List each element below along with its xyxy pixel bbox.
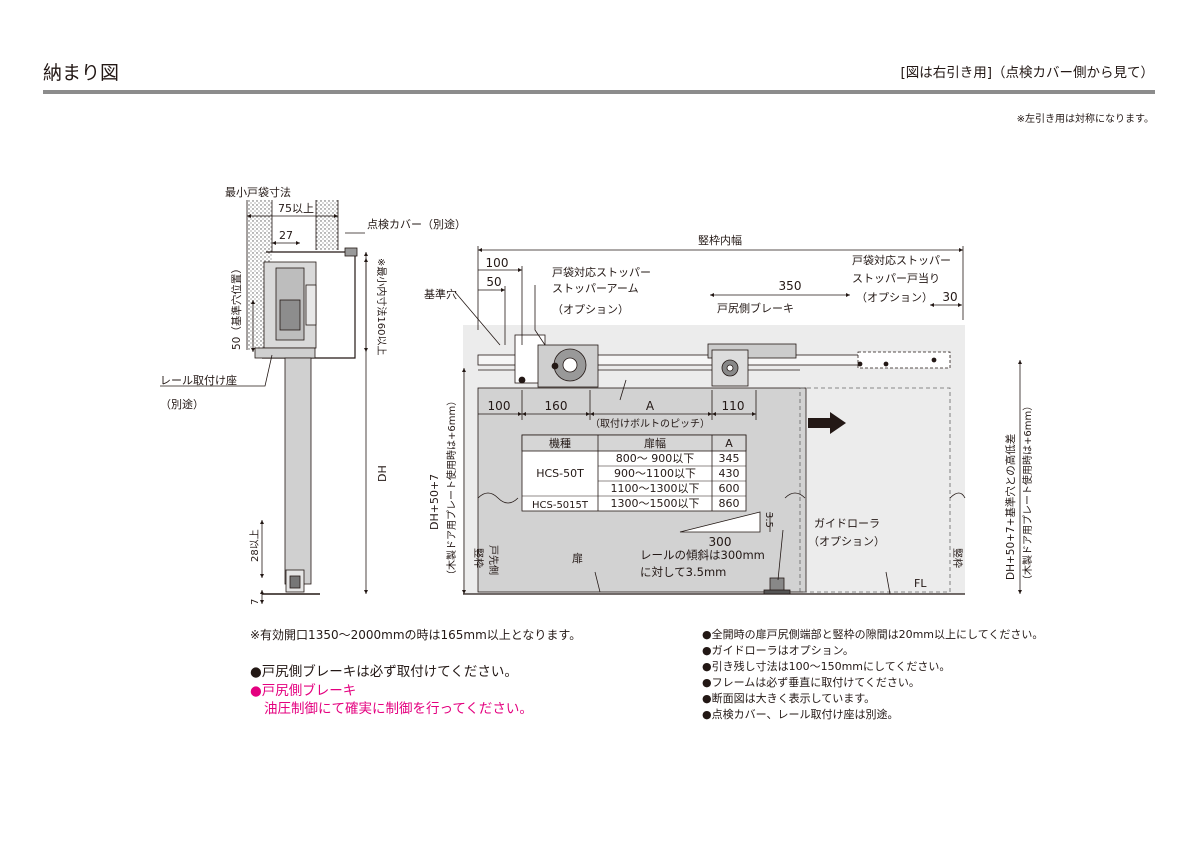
dim-28-label: 28以上	[249, 529, 261, 562]
floor-line-label: FL	[914, 577, 927, 590]
dim-30-label: 30	[942, 290, 957, 304]
dh-label: DH	[376, 465, 389, 482]
dim-7-label: 7	[250, 599, 261, 605]
table-cell-a: 430	[719, 467, 740, 480]
guide-roller-label: ガイドローラ	[814, 517, 880, 530]
ref-hole-label: 基準穴	[424, 287, 457, 301]
rail-seat-sub-label: （別途）	[160, 397, 204, 411]
door-tip-label: 戸先側	[487, 545, 500, 575]
brake-required-note: ●戸尻側ブレーキは必ず取付けてください。	[250, 664, 518, 680]
right-height-sub-label: （木製ドア用プレート使用時は+6mm）	[1021, 401, 1034, 585]
door-leaf-label: 扉	[572, 552, 583, 565]
pitch-110: 110	[722, 399, 745, 413]
stopper-option-label: （オプション）	[552, 303, 629, 316]
brake-pink-body: 油圧制御にて確実に制御を行ってください。	[264, 701, 533, 717]
ref-hole-50-label: 50（基準穴位置）	[230, 263, 243, 350]
table-header-model: 機種	[549, 436, 571, 450]
table-cell-a: 600	[719, 482, 740, 495]
right-note: ●フレームは必ず垂直に取付けてください。	[702, 676, 920, 689]
effective-opening-note: ※有効開口1350〜2000mmの時は165mm以上となります。	[250, 628, 582, 642]
header-divider	[43, 90, 1155, 94]
guide-roller-option: （オプション）	[808, 535, 885, 548]
table-header-width: 扉幅	[644, 437, 666, 450]
slope-note-1: レールの傾斜は300mm	[640, 548, 765, 562]
inspection-cover-label: 点検カバー（別途）	[367, 217, 466, 231]
right-note: ●全開時の扉戸尻側端部と竪枠の隙間は20mm以上にしてください。	[702, 628, 1044, 641]
dim-75: 75以上	[278, 202, 314, 215]
table-model-1: HCS-50T	[536, 467, 584, 480]
symmetry-note: ※左引き用は対称になります。	[1016, 114, 1154, 125]
table-cell-width: 800〜 900以下	[616, 452, 695, 465]
pitch-160: 160	[545, 399, 568, 413]
dim-27: 27	[279, 229, 293, 242]
pitch-note: （取付けボルトのピッチ）	[590, 417, 710, 430]
pitch-100: 100	[488, 399, 511, 413]
right-note: ●点検カバー、レール取付け座は別途。	[702, 708, 899, 721]
slope-300-label: 300	[709, 535, 732, 549]
slope-35-label: 3.5	[763, 512, 774, 528]
dim-100-label: 100	[486, 256, 509, 270]
dim-50-label: 50	[486, 275, 501, 289]
stopper-right-label-1: 戸袋対応ストッパー	[852, 253, 951, 267]
stopper-right-option: （オプション）	[856, 291, 933, 304]
page-title: 納まり図	[43, 62, 120, 84]
table-cell-width: 1100〜1300以下	[611, 482, 700, 495]
rail-seat-label: レール取付け座	[160, 373, 237, 387]
right-height-label: DH+50+7+基準穴との高低差	[1004, 434, 1017, 580]
section-view	[160, 200, 368, 604]
table-cell-width: 1300〜1500以下	[611, 497, 700, 510]
elevation-labels: 竪枠内幅 100 50 基準穴 戸袋対応ストッパー ストッパーアーム （オプショ…	[424, 233, 1034, 590]
brake-label: 戸尻側ブレーキ	[717, 301, 794, 315]
right-note: ●断面図は大きく表示しています。	[702, 692, 876, 705]
table-model-2: HCS-5015T	[532, 500, 589, 511]
right-note: ●引き残し寸法は100〜150mmにしてください。	[702, 660, 951, 673]
right-note: ●ガイドローラはオプション。	[702, 644, 854, 657]
frame-left-label: 竪枠	[472, 548, 485, 568]
left-height-sub-label: （木製ドア用プレート使用時は+6mm）	[445, 396, 458, 580]
stopper-right-label-2: ストッパー戸当り	[852, 271, 940, 285]
left-height-label: DH+50+7	[428, 474, 441, 530]
frame-width-label: 竪枠内幅	[698, 233, 742, 247]
slope-note-2: に対して3.5mm	[640, 565, 726, 579]
stopper-label-1: 戸袋対応ストッパー	[552, 265, 651, 279]
table-header-a: A	[725, 437, 733, 450]
brake-pink-title: ●戸尻側ブレーキ	[250, 683, 357, 699]
section-labels: 最小戸袋寸法 75以上 27 点検カバー（別途） ※最小内寸法160以上 50（…	[160, 185, 466, 605]
pitch-a: A	[646, 399, 655, 413]
table-cell-a: 860	[719, 497, 740, 510]
frame-right-label: 竪枠	[951, 548, 964, 568]
view-direction-note: [図は右引き用]（点検カバー側から見て）	[900, 65, 1154, 81]
stopper-label-2: ストッパーアーム	[552, 282, 639, 295]
min-pocket-label: 最小戸袋寸法	[225, 185, 291, 199]
table-cell-a: 345	[719, 452, 740, 465]
dim-350-label: 350	[779, 279, 802, 293]
spec-table: 機種 扉幅 A HCS-50T HCS-5015T 800〜 900以下 900…	[521, 434, 747, 512]
table-cell-width: 900〜1100以下	[614, 467, 696, 480]
min-inner-label: ※最小内寸法160以上	[375, 258, 388, 355]
elevation-view	[454, 246, 1022, 595]
